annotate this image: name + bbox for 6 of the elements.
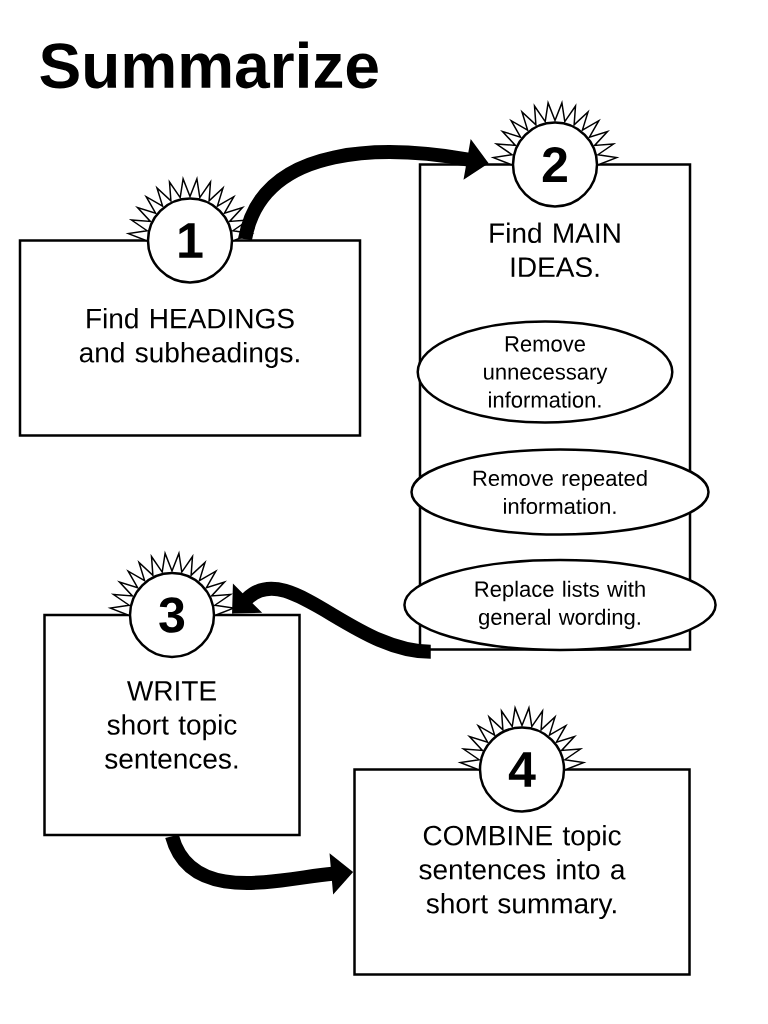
number-badge: 4 (457, 705, 587, 813)
number-badge: 1 (125, 176, 255, 284)
number-badge: 3 (107, 550, 237, 659)
number-badge: 2 (490, 100, 620, 208)
title: Summarize (40, 41, 378, 89)
arrow (232, 581, 432, 659)
